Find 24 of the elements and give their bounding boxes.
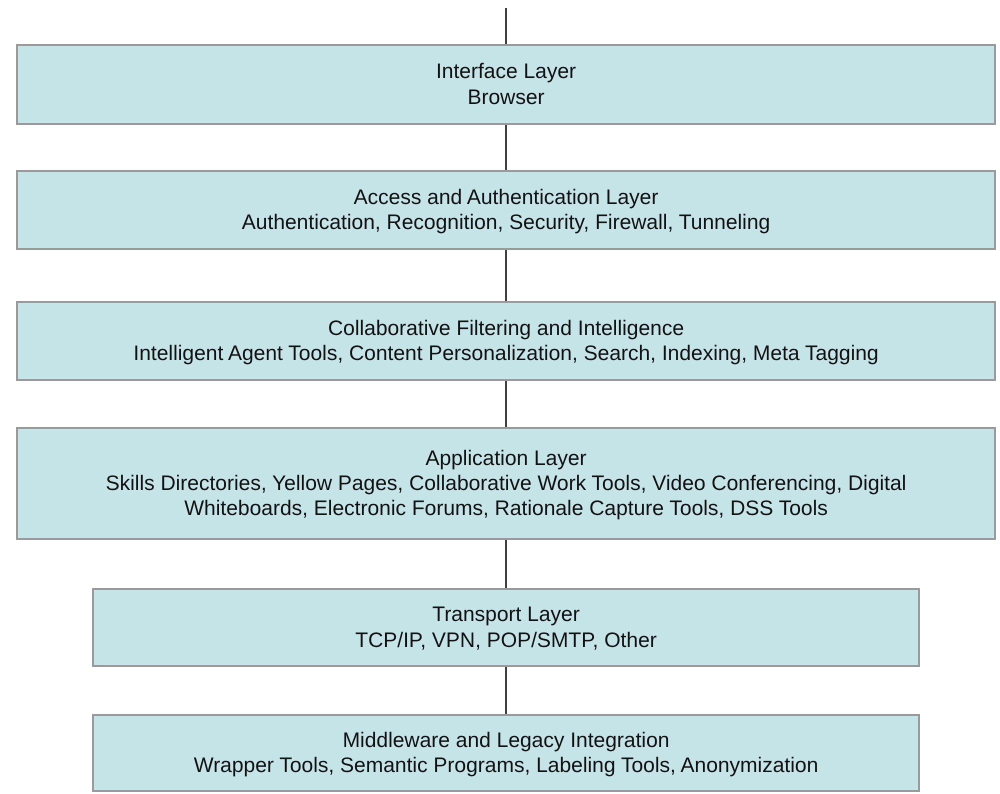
layer-box xyxy=(92,714,920,792)
layer-box xyxy=(16,44,996,125)
layer-description: Authentication, Recognition, Security, Firewall, Tunneling xyxy=(240,210,772,236)
layer-title: Transport Layer xyxy=(431,602,581,628)
connector-line xyxy=(505,667,507,714)
connector-line xyxy=(505,8,507,44)
layer-description: Browser xyxy=(466,84,546,110)
layer-title: Interface Layer xyxy=(434,59,578,84)
connector-line xyxy=(505,381,507,427)
layer-description: Intelligent Agent Tools, Content Personalization, Search, Indexing, Meta Tagging xyxy=(132,341,880,366)
connector-line xyxy=(505,250,507,301)
layer-description: Wrapper Tools, Semantic Programs, Labeling Tools, Anonymization xyxy=(192,753,820,778)
layer-box xyxy=(92,588,920,667)
layer-title: Access and Authentication Layer xyxy=(352,184,660,210)
connector-line xyxy=(505,540,507,588)
layer-description: Skills Directories, Yellow Pages, Collaborative Work Tools, Video Conferencing, Digital Whiteboards, Electronic Forums, Rationale Capture Tools, DSS Tools xyxy=(104,470,908,522)
layer-box xyxy=(16,427,996,540)
layer-title: Middleware and Legacy Integration xyxy=(342,728,670,753)
layer-title: Collaborative Filtering and Intelligence xyxy=(326,316,686,341)
connector-line xyxy=(505,125,507,170)
layer-title: Application Layer xyxy=(424,446,588,471)
layer-box xyxy=(16,301,996,381)
layer-description: TCP/IP, VPN, POP/SMTP, Other xyxy=(354,628,658,653)
layer-box xyxy=(16,170,996,250)
